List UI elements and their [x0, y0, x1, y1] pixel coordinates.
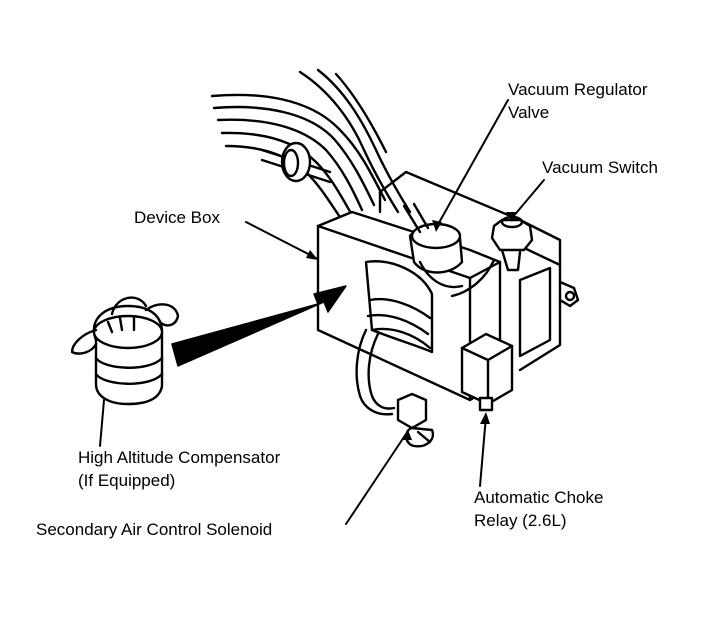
label-vacuum-regulator-valve-line1: Vacuum Regulator	[508, 80, 648, 99]
label-secondary-air-control-solenoid-text: Secondary Air Control Solenoid	[36, 520, 273, 539]
label-high-altitude-compensator-line1: High Altitude Compensator	[78, 448, 281, 467]
label-device-box: Device Box	[134, 206, 220, 229]
label-secondary-air-control-solenoid: Secondary Air Control Solenoid	[36, 518, 272, 541]
leader-arrowheads	[306, 212, 516, 440]
vacuum-regulator-valve-part	[402, 202, 464, 289]
choke-relay-part	[460, 332, 514, 412]
label-high-altitude-compensator-line2: (If Equipped)	[78, 471, 176, 490]
label-vacuum-regulator-valve-line2: Valve	[508, 103, 550, 122]
leader-lines	[99, 99, 545, 525]
label-high-altitude-compensator: High Altitude Compensator (If Equipped)	[78, 446, 280, 492]
wire-grommet	[280, 141, 312, 183]
location-arrow	[171, 285, 347, 367]
vacuum-hoses	[355, 328, 396, 416]
vacuum-switch-part	[450, 215, 534, 298]
label-vacuum-switch: Vacuum Switch	[542, 156, 658, 179]
label-vacuum-regulator-valve: Vacuum Regulator Valve	[508, 78, 648, 124]
high-altitude-compensator-part	[70, 296, 180, 406]
label-device-box-text: Device Box	[134, 208, 220, 227]
label-automatic-choke-relay: Automatic Choke Relay (2.6L)	[474, 486, 603, 532]
label-automatic-choke-relay-line1: Automatic Choke	[474, 488, 604, 507]
label-automatic-choke-relay-line2: Relay (2.6L)	[474, 511, 567, 530]
label-vacuum-switch-text: Vacuum Switch	[542, 158, 658, 177]
